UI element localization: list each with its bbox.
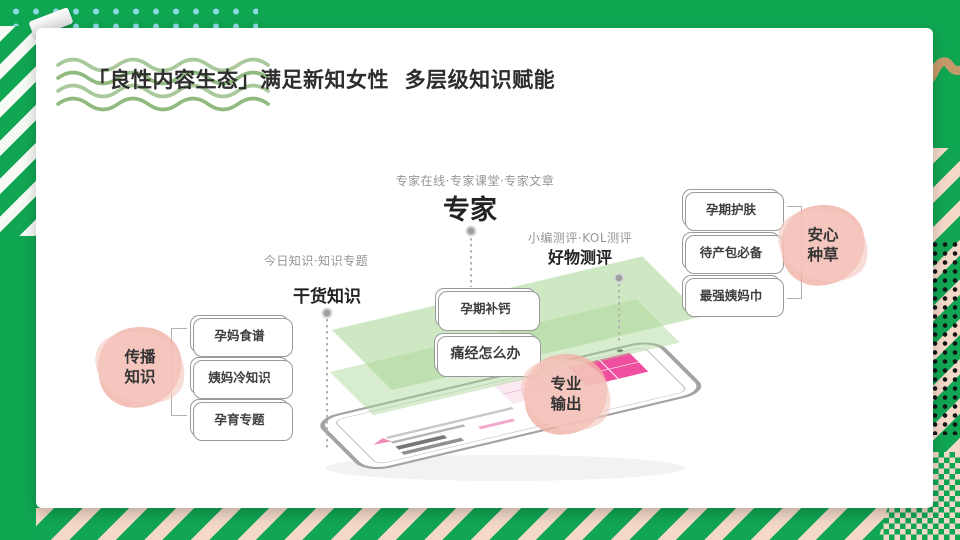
expert-subtitle: 专家在线·专家课堂·专家文章 (395, 174, 555, 188)
tag-box-recipes: 孕妈食谱 (190, 315, 289, 353)
trusted-recs-line1: 安心 (807, 225, 839, 244)
tag-box-cramps: 痛经怎么办 (434, 333, 537, 373)
expert-label: 专家 (443, 195, 497, 226)
tag-box-hospital-bag: 待产包必备 (682, 232, 780, 270)
black-dots-pattern (930, 240, 960, 435)
spread-knowledge-line2: 知识 (124, 368, 156, 386)
page-title: 「良性内容生态」满足新知女性 多层级知识赋能 (88, 68, 556, 92)
tag-box-calcium: 孕期补钙 (435, 288, 536, 327)
professional-output-blob: 专业 输出 (534, 362, 598, 426)
left-stripes-pattern (0, 26, 36, 236)
camera-dot (616, 349, 624, 353)
review-label: 好物测评 (547, 248, 612, 267)
trusted-recs-blob: 安心 种草 (791, 213, 855, 277)
connector-lines (326, 238, 620, 448)
knowledge-label: 干货知识 (293, 287, 361, 307)
review-subtitle: 小编测评·KOL测评 (527, 231, 633, 245)
connector-dots (321, 225, 625, 319)
trusted-recs-line2: 种草 (807, 246, 839, 264)
tag-box-period-facts: 姨妈冷知识 (190, 357, 289, 395)
professional-output-line2: 输出 (550, 395, 582, 413)
tag-box-pregnancy-topics: 孕育专题 (190, 399, 289, 437)
professional-output-line1: 专业 (550, 374, 582, 393)
tag-box-skincare: 孕期护肤 (682, 189, 780, 227)
spread-knowledge-blob: 传播 知识 (108, 335, 172, 399)
waves-icon (56, 57, 270, 112)
spread-knowledge-line1: 传播 (124, 347, 156, 366)
tag-box-pads: 最强姨妈巾 (682, 275, 780, 313)
knowledge-subtitle: 今日知识·知识专题 (263, 254, 369, 268)
bottom-stripes-pattern (36, 508, 960, 540)
